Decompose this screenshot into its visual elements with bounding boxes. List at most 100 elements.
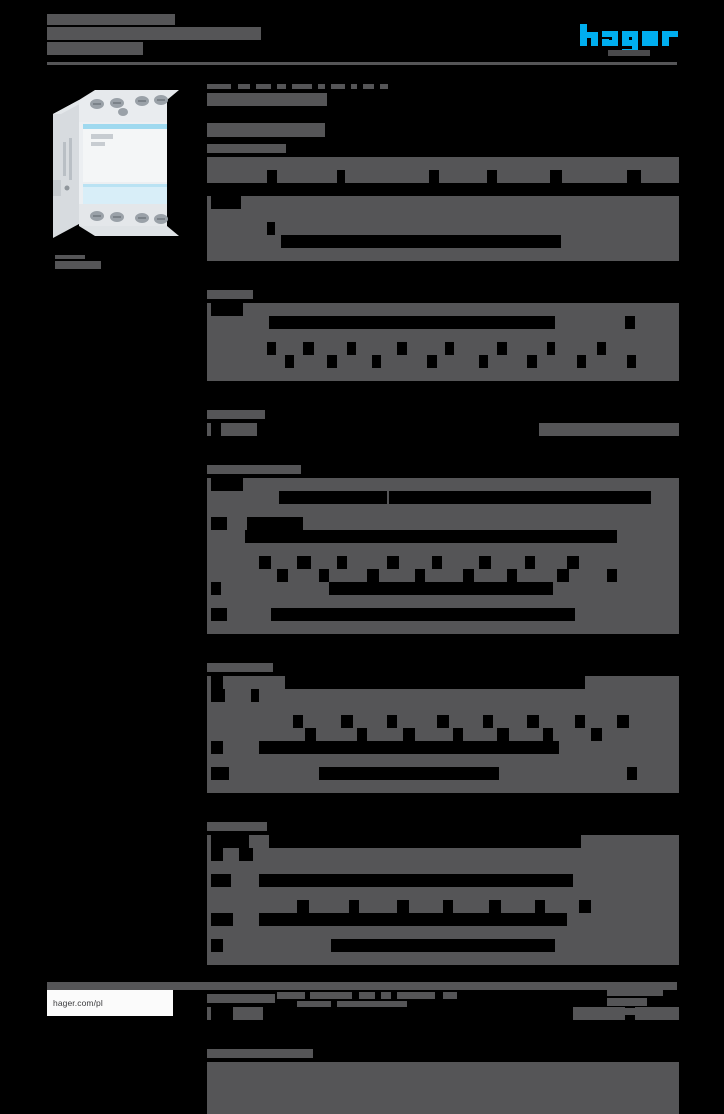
- spec-row: [207, 874, 679, 887]
- spec-row-gap: [427, 355, 437, 368]
- spec-row-gap: [337, 556, 347, 569]
- spec-row: [207, 209, 679, 222]
- spec-row: [207, 1062, 679, 1075]
- spec-row: [207, 316, 679, 329]
- spec-section-label: [207, 465, 679, 476]
- spec-row-spacer: [207, 261, 679, 274]
- spec-row: [207, 952, 679, 965]
- spec-row: [207, 569, 679, 582]
- spec-section: [207, 410, 679, 449]
- spec-row-gap: [607, 569, 617, 582]
- spec-row-gap: [437, 715, 449, 728]
- spec-row: [207, 517, 679, 530]
- product-photo: [47, 84, 187, 244]
- spec-row-gap: [403, 728, 415, 741]
- spec-row-gap: [211, 303, 243, 316]
- spec-row-gap: [329, 582, 553, 595]
- page-title-word: [277, 84, 286, 89]
- spec-row-gap: [591, 728, 602, 741]
- spec-row: [207, 848, 679, 861]
- spec-row: [207, 329, 679, 342]
- section-spacer: [207, 394, 679, 403]
- spec-row-gap: [479, 355, 488, 368]
- spec-section-label-bar: [207, 465, 301, 474]
- spec-row: [207, 423, 679, 436]
- spec-section-label: [207, 1049, 679, 1060]
- spec-row: [207, 939, 679, 952]
- spec-row: [207, 741, 679, 754]
- spec-row-gap: [245, 530, 617, 543]
- spec-row-gap: [627, 767, 637, 780]
- spec-row: [207, 767, 679, 780]
- spec-row: [207, 1007, 679, 1020]
- spec-row: [207, 235, 679, 248]
- spec-row: [207, 556, 679, 569]
- spec-row-gap: [263, 1007, 573, 1020]
- page-title-word: [238, 84, 250, 89]
- spec-row: [207, 926, 679, 939]
- caption-bar-1: [55, 255, 85, 259]
- spec-row: [207, 900, 679, 913]
- spec-row-gap: [259, 874, 573, 887]
- spec-row-gap: [627, 170, 641, 183]
- spec-row-gap: [415, 569, 425, 582]
- spec-row: [207, 689, 679, 702]
- spec-row-gap: [367, 569, 379, 582]
- spec-row-gap: [271, 608, 575, 621]
- spec-row: [207, 715, 679, 728]
- section-spacer: [207, 647, 679, 656]
- spec-row-spacer: [207, 183, 679, 196]
- caption-bar-2: [55, 261, 101, 269]
- spec-section-label: [207, 290, 679, 301]
- spec-row-gap: [327, 355, 337, 368]
- spec-section: [207, 144, 679, 274]
- footer-url[interactable]: hager.com/pl: [47, 990, 173, 1016]
- spec-row-gap: [577, 355, 586, 368]
- spec-row-gap: [497, 728, 509, 741]
- spec-row-gap: [247, 517, 303, 530]
- spec-row-gap: [259, 913, 567, 926]
- spec-row-gap: [372, 355, 381, 368]
- section-spacer: [207, 274, 679, 283]
- spec-section-label-bar: [207, 144, 286, 153]
- spec-row-gap: [267, 170, 277, 183]
- spec-row-gap: [349, 900, 359, 913]
- spec-row-gap: [267, 342, 276, 355]
- spec-row: [207, 608, 679, 621]
- spec-row: [207, 530, 679, 543]
- spec-row-spacer: [207, 381, 679, 394]
- spec-row: [207, 1075, 679, 1088]
- spec-row-gap: [550, 170, 562, 183]
- spec-row-gap: [211, 517, 227, 530]
- spec-row-gap: [211, 848, 223, 861]
- page-title-word: [363, 84, 374, 89]
- spec-row: [207, 355, 679, 368]
- spec-row-gap: [625, 316, 635, 329]
- page-header: [0, 0, 724, 72]
- spec-row-gap: [211, 676, 223, 689]
- spec-row-gap: [279, 491, 387, 504]
- spec-row: [207, 1101, 679, 1114]
- spec-row: [207, 543, 679, 556]
- hager-logo[interactable]: [580, 22, 678, 56]
- footer-page-bar-3: [607, 1008, 655, 1015]
- spec-row-gap: [269, 316, 555, 329]
- spec-row: [207, 248, 679, 261]
- header-divider: [47, 62, 677, 65]
- footer-center-bar: [359, 992, 375, 999]
- spec-row-gap: [479, 556, 491, 569]
- spec-row: [207, 728, 679, 741]
- page-title-words: [207, 84, 679, 90]
- spec-row-gap: [257, 423, 539, 436]
- spec-row-gap: [579, 900, 591, 913]
- page-footer: hager.com/pl: [0, 960, 724, 1024]
- spec-row-gap: [297, 900, 309, 913]
- spec-row-gap: [627, 355, 636, 368]
- page-title-word: [331, 84, 345, 89]
- product-title-line-1: [47, 14, 175, 25]
- spec-section: [207, 1049, 679, 1114]
- spec-row-gap: [397, 342, 407, 355]
- spec-row-gap: [525, 556, 535, 569]
- spec-row-gap: [211, 423, 221, 436]
- spec-row-gap: [443, 900, 453, 913]
